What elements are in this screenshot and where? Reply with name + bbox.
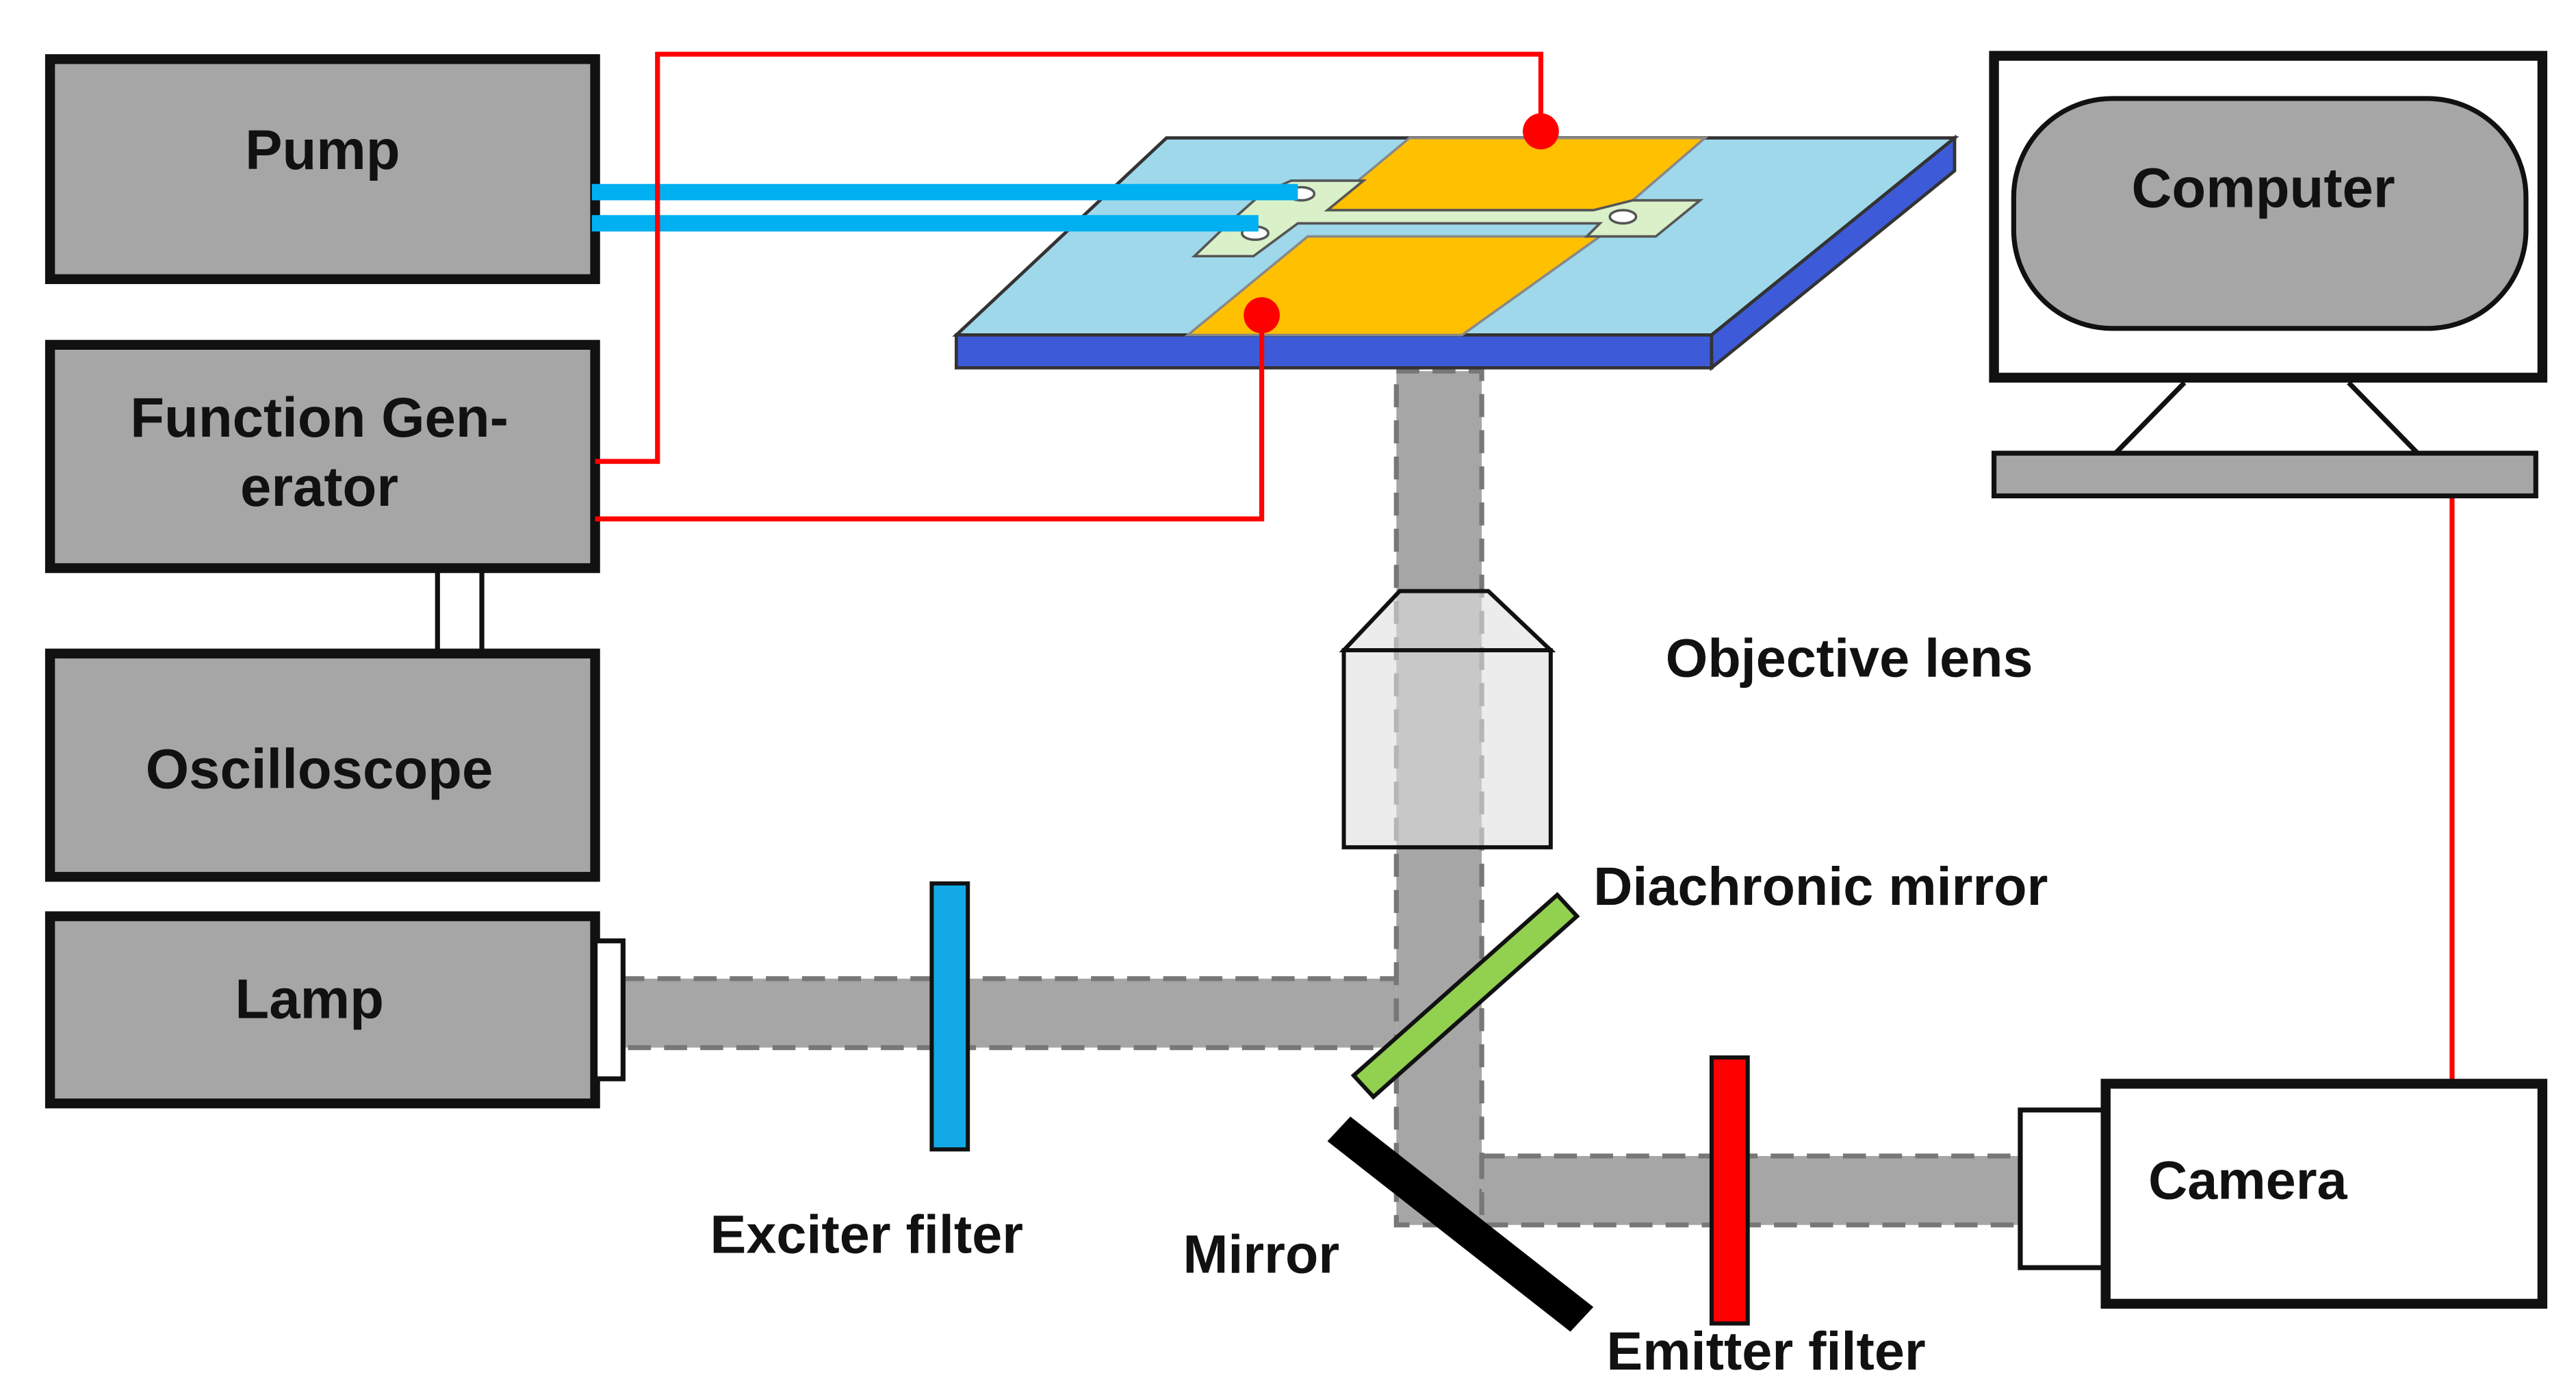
electrical-wiring	[595, 51, 2455, 1084]
dichroic-mirror-plate	[1350, 892, 1580, 1100]
wire-to-top-electrode	[595, 51, 1544, 464]
computer-label: Computer	[2132, 157, 2395, 219]
pump-label: Pump	[245, 119, 400, 181]
exciter-filter: Exciter filter	[710, 881, 1024, 1264]
mirror-label: Mirror	[1183, 1223, 1339, 1284]
mirror-plate	[1327, 1116, 1594, 1332]
function-generator-label-line2: erator	[240, 456, 398, 518]
objective-lens: Objective lens	[1339, 589, 2033, 849]
generator-oscilloscope-link	[435, 571, 485, 654]
monitor-stand-left	[2113, 381, 2187, 455]
excitation-beam	[619, 976, 1399, 1051]
function-generator-label-line1: Function Gen-	[130, 387, 508, 449]
top-electrode-contact	[1523, 113, 1559, 150]
computer-base	[1991, 450, 2538, 499]
exciter-filter-label: Exciter filter	[710, 1203, 1024, 1264]
microchannel	[1191, 179, 1704, 258]
objective-lens-body	[1341, 648, 1553, 849]
outlet-port	[1608, 209, 1638, 225]
chip-front-edge	[954, 333, 1714, 370]
computer-screen	[2011, 96, 2529, 331]
camera-label: Camera	[2148, 1149, 2347, 1210]
oscilloscope-device: Oscilloscope	[44, 648, 600, 882]
mirror: Mirror	[1183, 1116, 1594, 1332]
computer-device: Computer	[1989, 51, 2548, 499]
pump-device: Pump	[44, 54, 600, 285]
monitor-stand-right	[2347, 381, 2420, 455]
emission-beam	[1479, 1153, 2023, 1228]
camera-lens-mount	[2018, 1107, 2109, 1270]
function-generator-box	[44, 339, 600, 574]
emitter-filter-label: Emitter filter	[1606, 1320, 1925, 1381]
chip-side-edge	[1710, 134, 1957, 372]
exciter-filter-plate	[929, 881, 970, 1152]
bottom-electrode-contact	[1244, 297, 1280, 334]
light-path	[619, 368, 2023, 1228]
lamp-device: Lamp	[44, 911, 626, 1109]
lamp-aperture	[592, 938, 626, 1081]
wire-to-bottom-electrode	[595, 315, 1265, 522]
camera-body	[2100, 1079, 2548, 1309]
microfluidic-chip	[952, 134, 1959, 372]
emitter-filter-plate	[1709, 1055, 1750, 1326]
emitter-filter: Emitter filter	[1606, 1055, 1926, 1381]
function-generator-device: Function Gen- erator	[44, 339, 600, 574]
oscilloscope-box	[44, 648, 600, 882]
oscilloscope-label: Oscilloscope	[146, 739, 493, 801]
dichroic-mirror: Diachronic mirror	[1350, 856, 2048, 1100]
camera-device: Camera	[2018, 1079, 2548, 1309]
pump-tubing	[591, 183, 1298, 232]
objective-lens-top	[1339, 589, 1556, 653]
objective-lens-label: Objective lens	[1666, 627, 2033, 688]
pump-box	[44, 54, 600, 285]
lamp-label: Lamp	[235, 968, 384, 1030]
dichroic-mirror-label: Diachronic mirror	[1593, 856, 2048, 916]
